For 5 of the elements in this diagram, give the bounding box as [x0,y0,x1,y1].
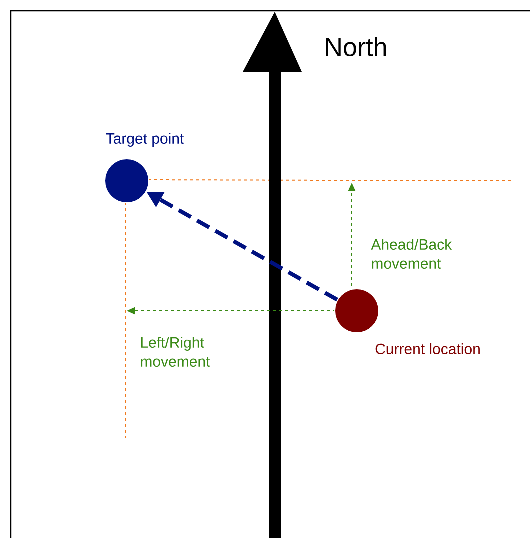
movement-label: Ahead/Back movement [371,239,452,269]
direction-label: North [326,37,386,57]
point-label: Current location [376,344,480,354]
point-label: Target point [106,133,184,147]
movement-label: Left/Right movement [141,337,210,367]
